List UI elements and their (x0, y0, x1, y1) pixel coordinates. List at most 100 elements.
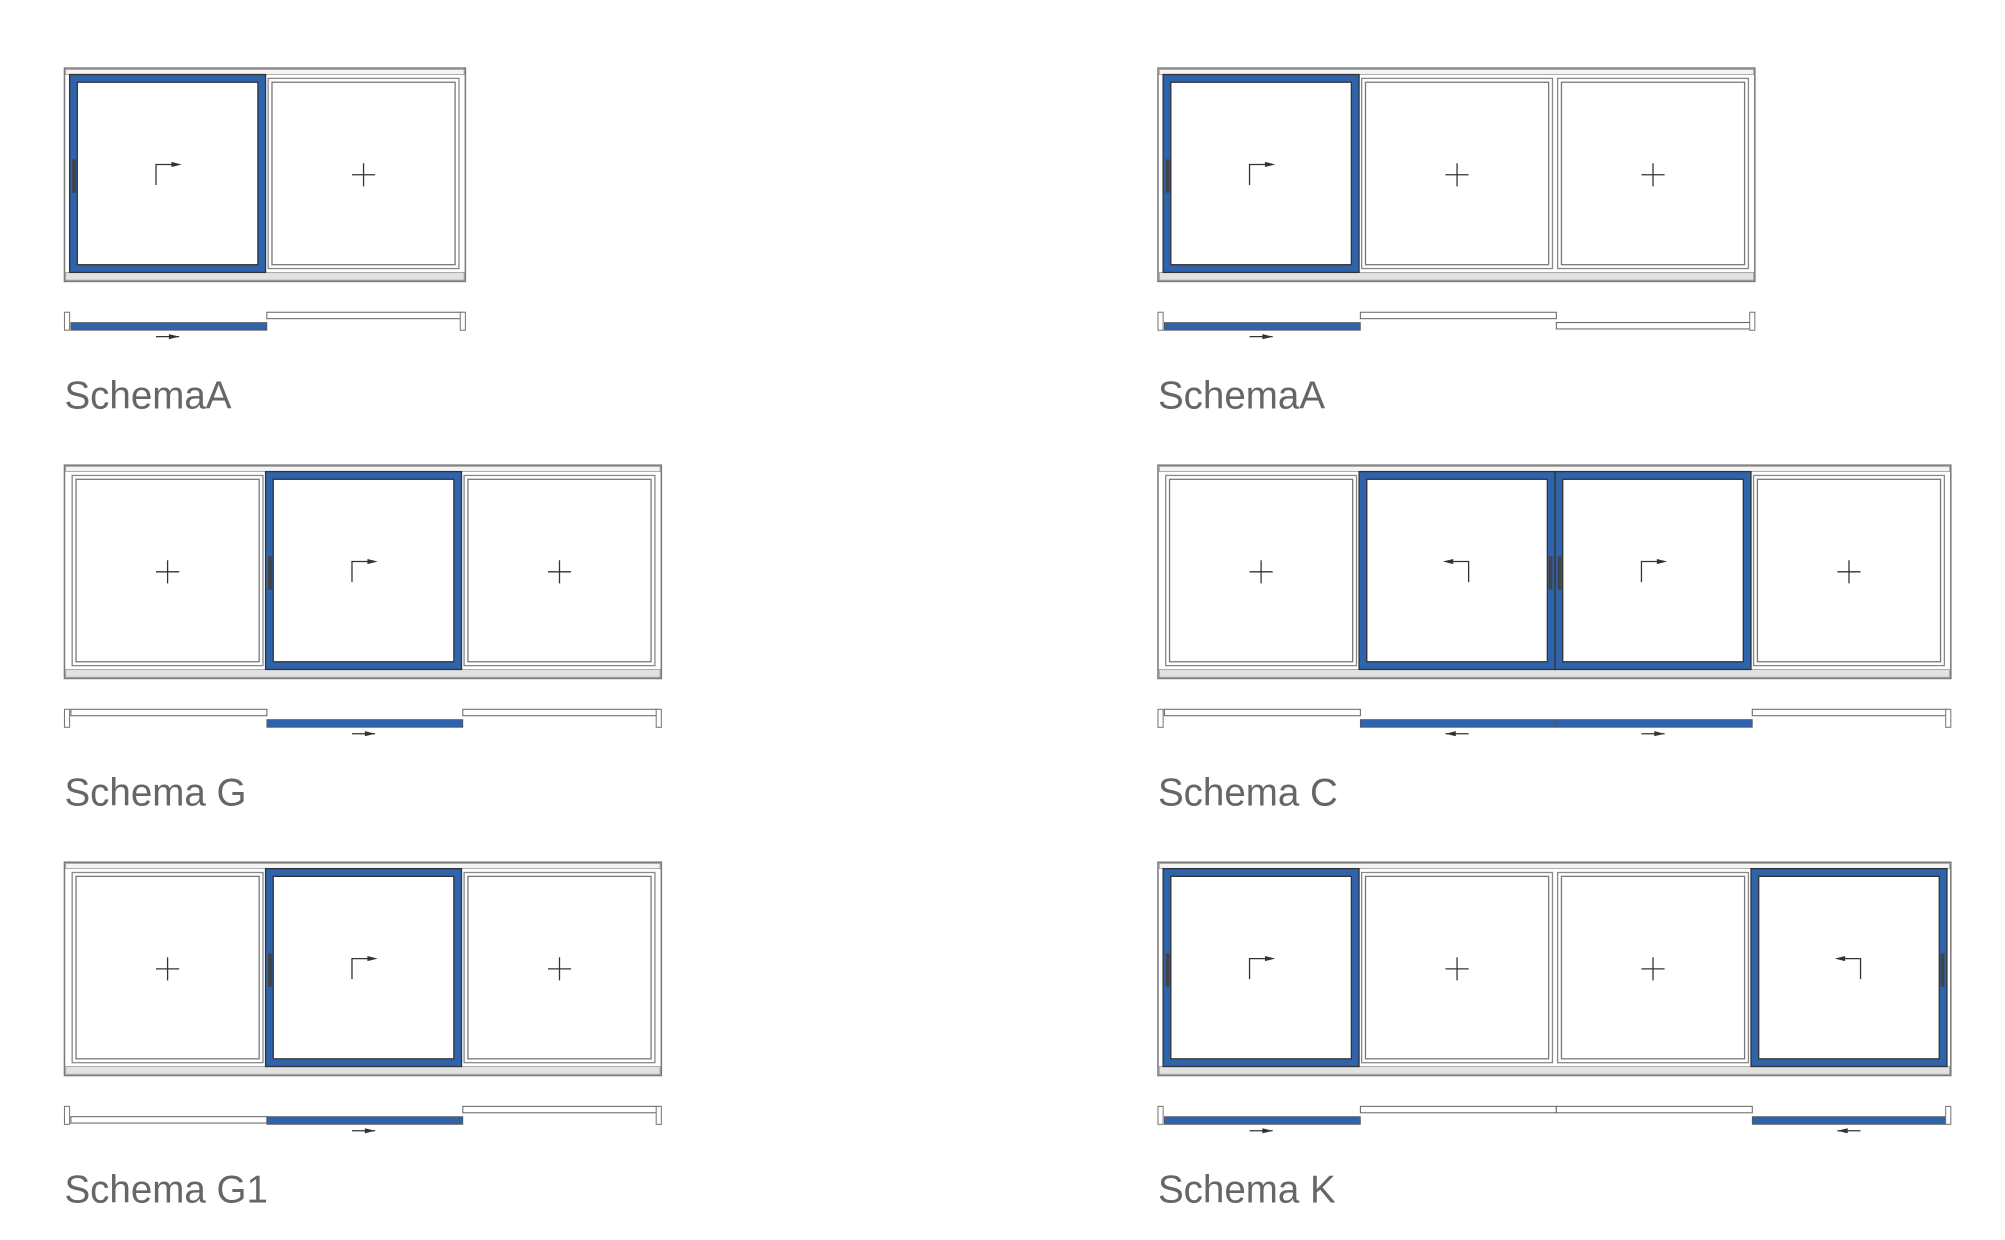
fixed-plus-icon (1641, 163, 1665, 187)
plan-end-post (63, 708, 71, 728)
arrowhead-icon (367, 956, 378, 962)
fixed-plus-icon (547, 957, 572, 981)
arrowhead-icon (1264, 956, 1276, 962)
plan-fixed-bar (1555, 322, 1753, 330)
plan-end-post (655, 708, 662, 728)
sill (1158, 669, 1950, 678)
head-rail (65, 863, 661, 870)
sill (65, 272, 465, 281)
glass (1170, 875, 1353, 1060)
plan-end-post (1157, 1105, 1164, 1125)
schema-label: SchemaA (1158, 375, 1325, 418)
plan-sliding-bar (70, 322, 268, 331)
head-rail (1158, 863, 1950, 870)
arrowhead-icon (1834, 956, 1846, 962)
head-rail (1158, 466, 1950, 472)
head-rail (1158, 69, 1754, 75)
handle-icon (1548, 556, 1553, 590)
arrow-right-icon (1248, 957, 1268, 980)
schema-diagram: SchemaA (1157, 67, 1756, 418)
fixed-plus-icon (1445, 163, 1469, 187)
plan-sliding-bar (266, 1116, 464, 1125)
plan-fixed-bar (1359, 1105, 1557, 1114)
glass (1170, 81, 1353, 266)
sill (1158, 272, 1754, 281)
plan-end-post (655, 1105, 662, 1125)
schema-label: Schema G (64, 772, 246, 815)
schema-diagram: SchemaA (63, 67, 467, 418)
handle-icon (72, 159, 77, 193)
schema-label: Schema K (1158, 1169, 1336, 1212)
plan-sliding-bar (1359, 719, 1557, 728)
fixed-plus-icon (1249, 560, 1273, 584)
plan-fixed-bar (70, 708, 268, 717)
plan-end-post (63, 1105, 71, 1125)
fixed-plus-icon (1641, 957, 1665, 981)
plan-fixed-bar (70, 1116, 268, 1124)
arrowhead-icon (367, 558, 378, 565)
plan-end-post (459, 311, 466, 331)
glass (76, 81, 259, 266)
arrowhead-icon (364, 731, 376, 737)
arrow-left-icon (1450, 560, 1470, 583)
plan-end-post (1945, 1105, 1952, 1125)
schema-diagram: Schema C (1157, 464, 1952, 815)
arrow-right-icon (1248, 163, 1268, 186)
plan-fixed-bar (462, 1105, 660, 1114)
fixed-plus-icon (351, 163, 376, 187)
arrowhead-icon (364, 1128, 376, 1134)
arrow-left-icon (1842, 957, 1862, 980)
plan-sliding-bar (1555, 719, 1753, 728)
arrowhead-icon (1656, 558, 1668, 565)
plan-end-post (1157, 708, 1164, 728)
arrowhead-icon (168, 334, 180, 340)
schema-diagram: Schema G1 (63, 861, 663, 1212)
sill (65, 1066, 661, 1075)
plan-fixed-bar (266, 311, 464, 320)
plan-fixed-bar (462, 708, 660, 717)
arrowhead-icon (1442, 558, 1454, 565)
schema-diagram: Schema G (63, 464, 663, 815)
plan-sliding-bar (266, 719, 464, 728)
plan-sliding-bar (1164, 322, 1361, 331)
handle-icon (1165, 953, 1170, 987)
glass (272, 478, 455, 663)
schema-diagram: Schema K (1157, 861, 1952, 1212)
handle-icon (1940, 953, 1945, 987)
arrow-right-icon (351, 957, 370, 980)
handle-icon (268, 556, 272, 590)
glass (1562, 478, 1744, 663)
plan-end-post (1157, 311, 1164, 331)
head-rail (65, 69, 465, 75)
plan-end-post (1749, 311, 1756, 331)
arrowhead-icon (171, 161, 182, 168)
schema-label: Schema C (1158, 772, 1338, 815)
plan-sliding-bar (1164, 1116, 1361, 1125)
glass (1758, 875, 1940, 1060)
plan-end-post (1945, 708, 1952, 728)
arrowhead-icon (1262, 1128, 1273, 1134)
plan-fixed-bar (1555, 1105, 1753, 1114)
plan-fixed-bar (1163, 708, 1361, 717)
handle-icon (268, 953, 272, 987)
arrow-right-icon (351, 560, 370, 583)
plan-fixed-bar (1751, 708, 1949, 717)
arrowhead-icon (1445, 731, 1456, 737)
glass (1366, 478, 1548, 663)
plan-fixed-bar (1359, 311, 1557, 320)
arrowhead-icon (1264, 161, 1276, 168)
handle-icon (1165, 159, 1170, 193)
plan-end-post (63, 311, 71, 331)
arrowhead-icon (1654, 731, 1665, 737)
fixed-plus-icon (547, 560, 572, 584)
fixed-plus-icon (156, 957, 180, 981)
handle-icon (1557, 556, 1562, 590)
schema-label: Schema G1 (64, 1169, 267, 1212)
arrowhead-icon (1262, 334, 1273, 340)
schema-label: SchemaA (64, 375, 231, 418)
arrow-right-icon (1640, 560, 1660, 583)
fixed-plus-icon (1445, 957, 1469, 981)
fixed-plus-icon (156, 560, 180, 584)
plan-sliding-bar (1751, 1116, 1949, 1125)
